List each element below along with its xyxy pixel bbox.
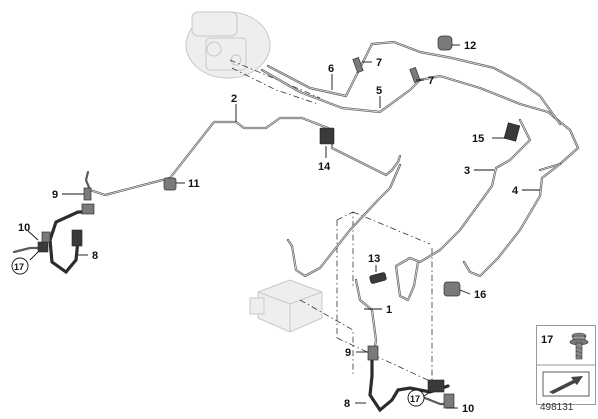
brake-line-1 bbox=[354, 278, 378, 354]
brake-hose-left bbox=[12, 187, 95, 275]
legend-graphic: 17 bbox=[537, 332, 595, 397]
small-parts bbox=[163, 35, 521, 297]
callout-5: 5 bbox=[376, 85, 382, 97]
callout-10-right: 10 bbox=[462, 403, 474, 415]
callout-12: 12 bbox=[464, 40, 476, 52]
callout-7-upper: 7 bbox=[376, 57, 382, 69]
brake-booster-ghost bbox=[185, 11, 271, 79]
brake-lines-5-6 bbox=[260, 40, 580, 172]
callout-9-left: 9 bbox=[52, 189, 58, 201]
dashed-guides bbox=[229, 59, 433, 383]
legend-label-17: 17 bbox=[541, 334, 553, 346]
callout-15: 15 bbox=[472, 133, 484, 145]
callout-8-right: 8 bbox=[344, 398, 350, 410]
callout-9-right: 9 bbox=[345, 347, 351, 359]
arrow-icon bbox=[542, 371, 590, 397]
reference-number: 498131 bbox=[540, 402, 574, 413]
callout-7-lower: 7 bbox=[428, 75, 434, 87]
callout-4: 4 bbox=[512, 185, 519, 197]
callout-13: 13 bbox=[368, 253, 380, 265]
callout-17-left-circle bbox=[11, 257, 29, 275]
brake-lines-3-4 bbox=[394, 118, 562, 302]
abs-unit-ghost bbox=[249, 279, 323, 333]
bolt-icon bbox=[569, 332, 589, 360]
callout-10-left: 10 bbox=[18, 222, 30, 234]
callout-2: 2 bbox=[231, 93, 237, 105]
callout-14: 14 bbox=[318, 161, 331, 173]
holder-16-shape bbox=[443, 281, 461, 297]
callout-labels: 1 2 3 4 5 6 7 7 8 8 9 9 10 10 11 12 13 1… bbox=[11, 40, 519, 415]
clip-11-shape bbox=[163, 177, 177, 191]
leader-lines bbox=[27, 44, 540, 409]
brake-line-2 bbox=[84, 116, 402, 278]
grommet-12-shape bbox=[437, 35, 453, 51]
callout-16: 16 bbox=[474, 289, 486, 301]
callout-3: 3 bbox=[464, 165, 470, 177]
callout-11: 11 bbox=[188, 178, 200, 190]
pad-13-shape bbox=[369, 272, 387, 284]
callout-17-right: 17 bbox=[410, 394, 420, 404]
callout-1: 1 bbox=[386, 304, 392, 316]
legend-box: 17 bbox=[536, 325, 596, 405]
callout-17-right-circle bbox=[407, 389, 425, 407]
bracket-15-shape bbox=[503, 122, 521, 142]
callout-6: 6 bbox=[328, 63, 334, 75]
brake-hose-right bbox=[367, 345, 455, 413]
pad-14-shape bbox=[319, 127, 335, 145]
callout-17-left: 17 bbox=[14, 262, 24, 272]
callout-8-left: 8 bbox=[92, 250, 98, 262]
